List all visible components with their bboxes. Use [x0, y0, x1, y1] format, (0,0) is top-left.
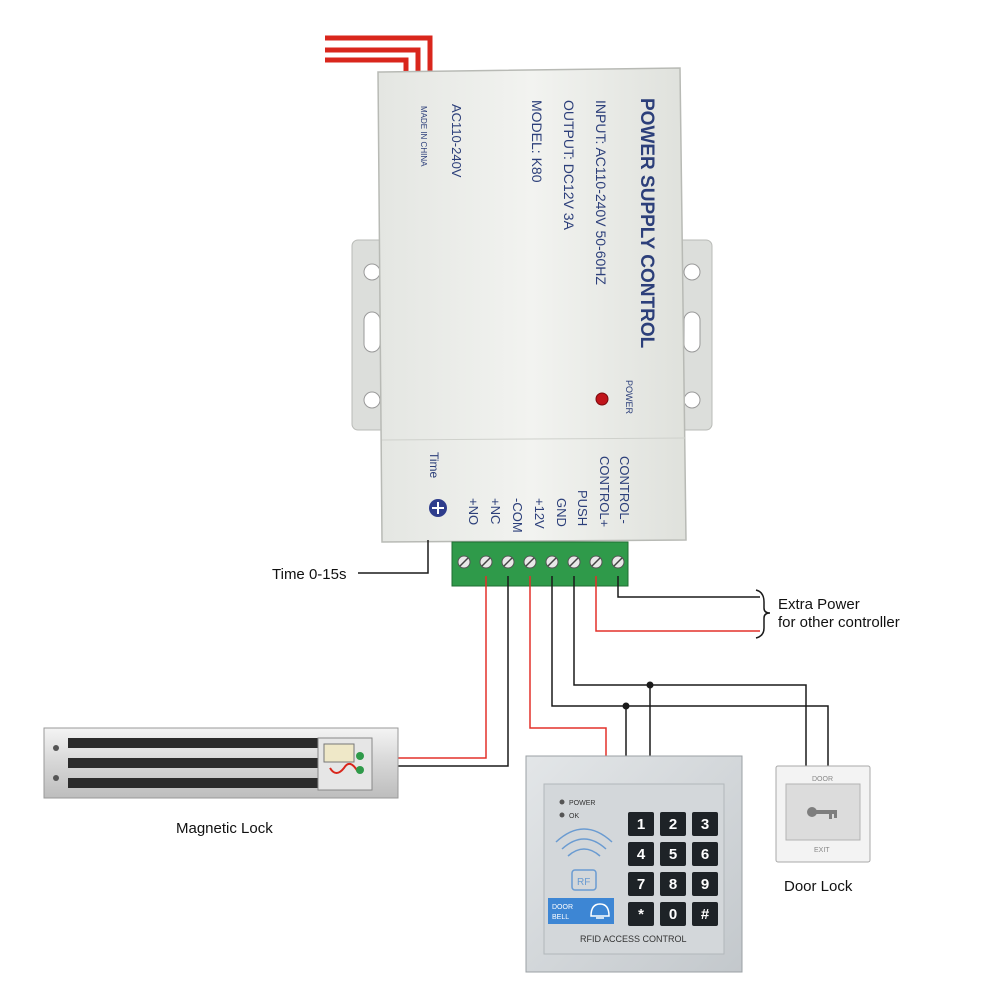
terminal-label-nc: +NC [488, 498, 503, 524]
keypad-brand: RFID ACCESS CONTROL [580, 934, 687, 944]
time-callout-label: Time 0-15s [272, 566, 346, 583]
ps-title: POWER SUPPLY CONTROL [636, 98, 657, 349]
rfid-keypad: POWER OK RF DOOR BELL 1 2 3 4 5 6 7 8 9 * 0 # RFID … [525, 755, 743, 973]
door-lock-label: Door Lock [784, 878, 853, 895]
power-supply-unit: POWER SUPPLY CONTROL INPUT: AC110-240V 5… [377, 67, 687, 543]
wires-extra-power: Extra Power for other controller [595, 576, 900, 639]
doorbell-label-1: DOOR [552, 904, 573, 911]
keypad-key-label: 8 [669, 876, 677, 893]
terminal-label-12v: +12V [532, 498, 547, 529]
rf-badge: RF [577, 877, 590, 888]
keypad-key: 6 [692, 842, 718, 866]
keypad-key: 3 [692, 812, 718, 836]
keypad-key: 2 [660, 812, 686, 836]
keypad-key-label: 3 [701, 816, 709, 833]
keypad-key: 4 [628, 842, 654, 866]
time-label: Time [427, 452, 441, 479]
keypad-ok-led-icon [559, 812, 565, 818]
keypad-key: 0 [660, 902, 686, 926]
extra-power-label-2: for other controller [778, 614, 900, 631]
key-icon [807, 807, 837, 819]
ps-ac-range: AC110-240V [449, 104, 464, 178]
keypad-ok-led-label: OK [569, 813, 579, 820]
keypad-key-label: 6 [701, 846, 709, 863]
terminal-block [451, 541, 629, 587]
keypad-key: 7 [628, 872, 654, 896]
door-lock-bottom-text: EXIT [814, 847, 830, 854]
terminal-label-push: PUSH [575, 490, 590, 526]
magnetic-lock-label: Magnetic Lock [176, 820, 273, 837]
power-led-icon [595, 392, 609, 406]
doorbell-label-2: BELL [552, 914, 569, 921]
ac-input-cable [325, 35, 433, 72]
ps-output-spec: OUTPUT: DC12V 3A [561, 100, 577, 231]
time-callout: Time 0-15s [272, 540, 429, 583]
keypad-key-label: 9 [701, 876, 709, 893]
terminal-label-com: -COM [510, 498, 525, 533]
time-adjust-knob-icon [429, 499, 447, 517]
keypad-key-label: 0 [669, 906, 677, 923]
keypad-key: # [692, 902, 718, 926]
terminal-label-gnd: GND [554, 498, 569, 527]
keypad-key-label: 4 [637, 846, 646, 863]
magnetic-lock: Magnetic Lock [43, 727, 399, 837]
keypad-key: 1 [628, 812, 654, 836]
keypad-key: 8 [660, 872, 686, 896]
extra-power-label-1: Extra Power [778, 596, 860, 613]
keypad-key: 9 [692, 872, 718, 896]
terminal-label-control-minus: CONTROL- [617, 456, 632, 524]
wires-magnetic-lock [380, 576, 509, 767]
keypad-key: * [628, 902, 654, 926]
ps-model: MODEL: K80 [529, 100, 545, 183]
keypad-key: 5 [660, 842, 686, 866]
ps-made-in: MADE IN CHINA [419, 106, 428, 167]
wires-keypad [529, 576, 829, 766]
keypad-key-label: 5 [669, 846, 677, 863]
terminal-label-control-plus: CONTROL+ [597, 456, 612, 527]
bell-icon [590, 903, 610, 919]
keypad-keys: 1 2 3 4 5 6 7 8 9 * 0 # [628, 812, 718, 926]
keypad-key-label: 2 [669, 816, 677, 833]
terminal-screws [457, 555, 625, 569]
keypad-key-label: 1 [637, 816, 645, 833]
rf-signal-icon [555, 828, 613, 857]
door-lock-top-text: DOOR [812, 776, 833, 783]
power-led-label: POWER [624, 380, 634, 415]
keypad-key-label: 7 [637, 876, 645, 893]
keypad-power-led-label: POWER [569, 800, 595, 807]
doorbell-button: DOOR BELL [548, 898, 614, 924]
door-exit-button: DOOR EXIT Door Lock [775, 765, 871, 895]
keypad-power-led-icon [559, 799, 565, 805]
ps-input-spec: INPUT: AC110-240V 50-60HZ [593, 100, 609, 285]
keypad-key-label: * [638, 906, 644, 923]
terminal-label-no: +NO [466, 498, 481, 525]
keypad-key-label: # [701, 906, 710, 923]
